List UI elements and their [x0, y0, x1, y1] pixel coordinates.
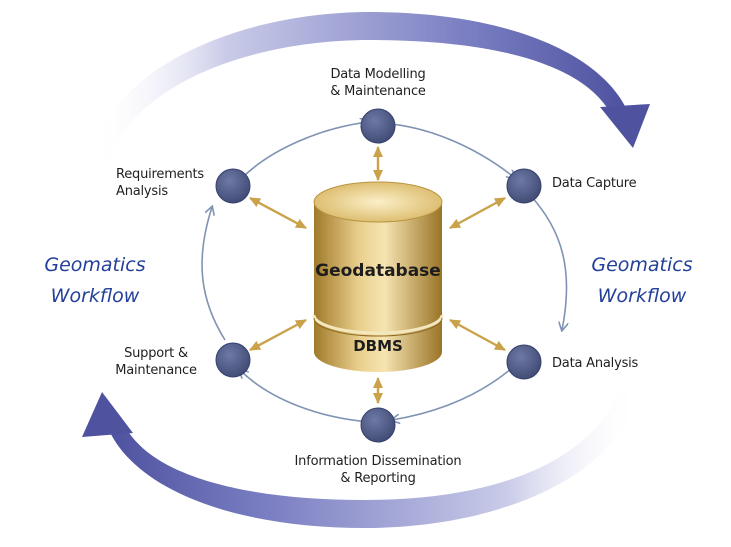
workflow-ring	[201, 122, 567, 422]
label-data-modelling-line1: Data Modelling	[330, 67, 426, 82]
workflow-nodes	[215, 108, 542, 443]
workflow-title-left-line1: Geomatics	[44, 254, 146, 276]
label-data-modelling: Data Modelling & Maintenance	[310, 66, 446, 100]
database-links	[249, 146, 506, 404]
node-information-dissemination	[360, 407, 396, 443]
label-data-capture-line1: Data Capture	[552, 176, 637, 191]
label-information-dissemination-line1: Information Dissemination	[294, 454, 462, 469]
label-requirements-analysis-line2: Analysis	[116, 184, 168, 199]
link-support-maintenance	[249, 318, 307, 352]
label-data-capture: Data Capture	[552, 175, 672, 192]
outer-arrow-top	[92, 12, 650, 160]
label-information-dissemination-line2: & Reporting	[340, 471, 416, 486]
label-requirements-analysis-line1: Requirements	[116, 167, 204, 182]
label-requirements-analysis: Requirements Analysis	[116, 166, 216, 200]
label-data-analysis-line1: Data Analysis	[552, 356, 639, 371]
workflow-title-left-line2: Workflow	[50, 285, 140, 307]
link-requirements-analysis	[249, 196, 307, 230]
label-data-modelling-line2: & Maintenance	[330, 84, 426, 99]
node-data-capture	[506, 168, 542, 204]
link-data-analysis	[449, 318, 506, 352]
label-support-maintenance-line2: Maintenance	[115, 363, 197, 378]
node-requirements-analysis	[215, 168, 251, 204]
label-information-dissemination: Information Dissemination & Reporting	[278, 453, 478, 487]
database-label: Geodatabase	[315, 261, 441, 281]
workflow-title-right: Geomatics Workflow	[582, 250, 702, 312]
node-data-analysis	[506, 344, 542, 380]
geodatabase-cylinder	[312, 181, 444, 372]
label-support-maintenance: Support & Maintenance	[106, 345, 206, 379]
label-support-maintenance-line1: Support &	[124, 346, 188, 361]
workflow-title-left: Geomatics Workflow	[35, 250, 155, 312]
label-data-analysis: Data Analysis	[552, 355, 672, 372]
node-data-modelling	[360, 108, 396, 144]
workflow-title-right-line1: Geomatics	[591, 254, 693, 276]
dbms-label: DBMS	[353, 337, 403, 355]
node-support-maintenance	[215, 342, 251, 378]
workflow-title-right-line2: Workflow	[597, 285, 687, 307]
link-data-capture	[449, 196, 506, 230]
outer-arrow-bottom	[82, 385, 640, 528]
